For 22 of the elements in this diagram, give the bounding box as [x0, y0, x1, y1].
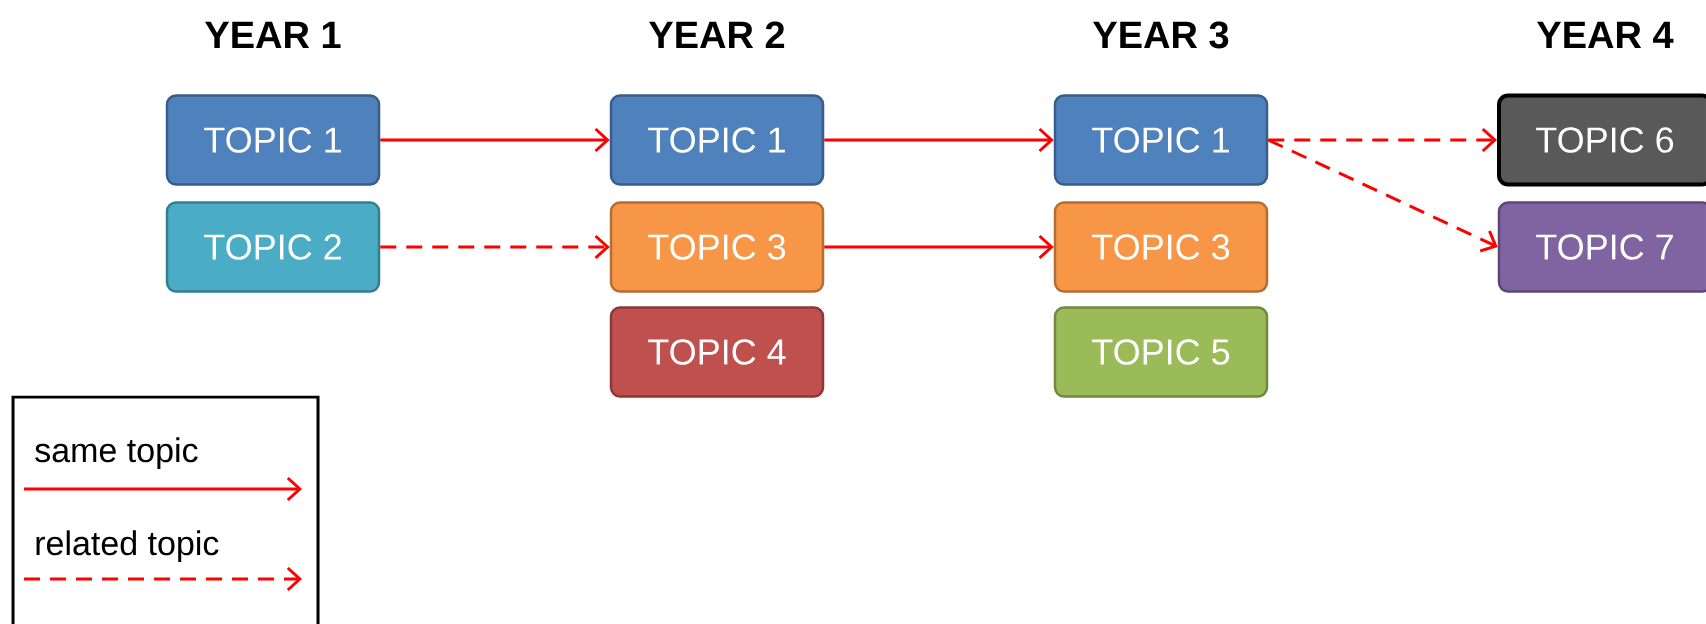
- topic-box: TOPIC 3: [1053, 201, 1269, 293]
- topic-box: TOPIC 2: [165, 201, 381, 293]
- year-heading: YEAR 3: [1093, 21, 1229, 49]
- topic-box: TOPIC 3: [609, 201, 825, 293]
- legend-text: same topic: [35, 437, 198, 470]
- year-heading: YEAR 1: [205, 21, 341, 48]
- topic-box: TOPIC 7: [1497, 201, 1706, 293]
- topic-box: TOPIC 1: [1053, 94, 1269, 186]
- topic-box: TOPIC 4: [609, 306, 825, 398]
- legend-text: related topic: [36, 530, 219, 563]
- topic-box: TOPIC 1: [165, 94, 381, 186]
- arrow: [380, 127, 610, 153]
- year-heading: YEAR 4: [1537, 21, 1674, 48]
- arrow: [380, 234, 610, 260]
- arrow: [1268, 127, 1497, 153]
- topic-box: TOPIC 5: [1053, 306, 1269, 398]
- arrow: [1267, 138, 1498, 253]
- arrow: [824, 234, 1054, 260]
- year-heading: YEAR 2: [649, 21, 785, 48]
- topic-box: TOPIC 6: [1497, 93, 1706, 187]
- arrow: [824, 127, 1054, 153]
- topic-box: TOPIC 1: [609, 94, 825, 186]
